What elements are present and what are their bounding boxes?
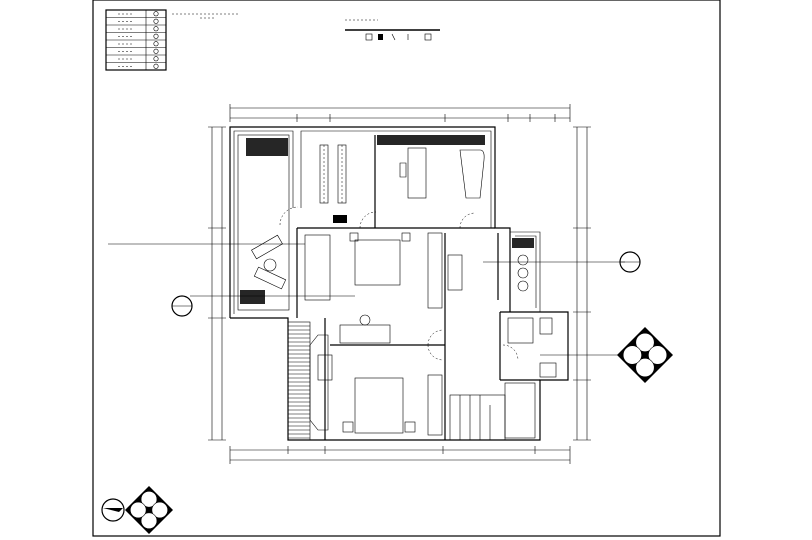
interior-stairs (449, 382, 536, 441)
plant-block (512, 238, 534, 248)
leader-lines (108, 243, 625, 356)
legend-symbol (153, 48, 159, 54)
legend-symbol (153, 33, 159, 39)
furniture (240, 135, 557, 436)
drawing-title (345, 19, 440, 41)
legend-table (105, 9, 167, 71)
plant-block (377, 135, 485, 145)
deck-stairs (287, 321, 311, 441)
legend-symbol (153, 56, 159, 62)
door-swings (279, 206, 519, 361)
legend-symbol (153, 18, 159, 24)
title-note (172, 13, 238, 19)
elevation-index-symbol (125, 486, 173, 534)
exterior-walls (229, 126, 569, 441)
dimension-lines (208, 104, 591, 464)
plant-block (246, 138, 288, 156)
legend-symbol (153, 11, 159, 17)
legend-symbol (153, 26, 159, 32)
legend-symbol (153, 63, 159, 69)
legend-symbol (153, 41, 159, 47)
elevation-index-symbol (617, 327, 673, 383)
section-marker-right (619, 251, 641, 273)
section-marker-left (171, 295, 193, 317)
north-arrow (101, 498, 125, 522)
sheet-frame (92, 0, 721, 537)
plant-block (240, 290, 265, 304)
